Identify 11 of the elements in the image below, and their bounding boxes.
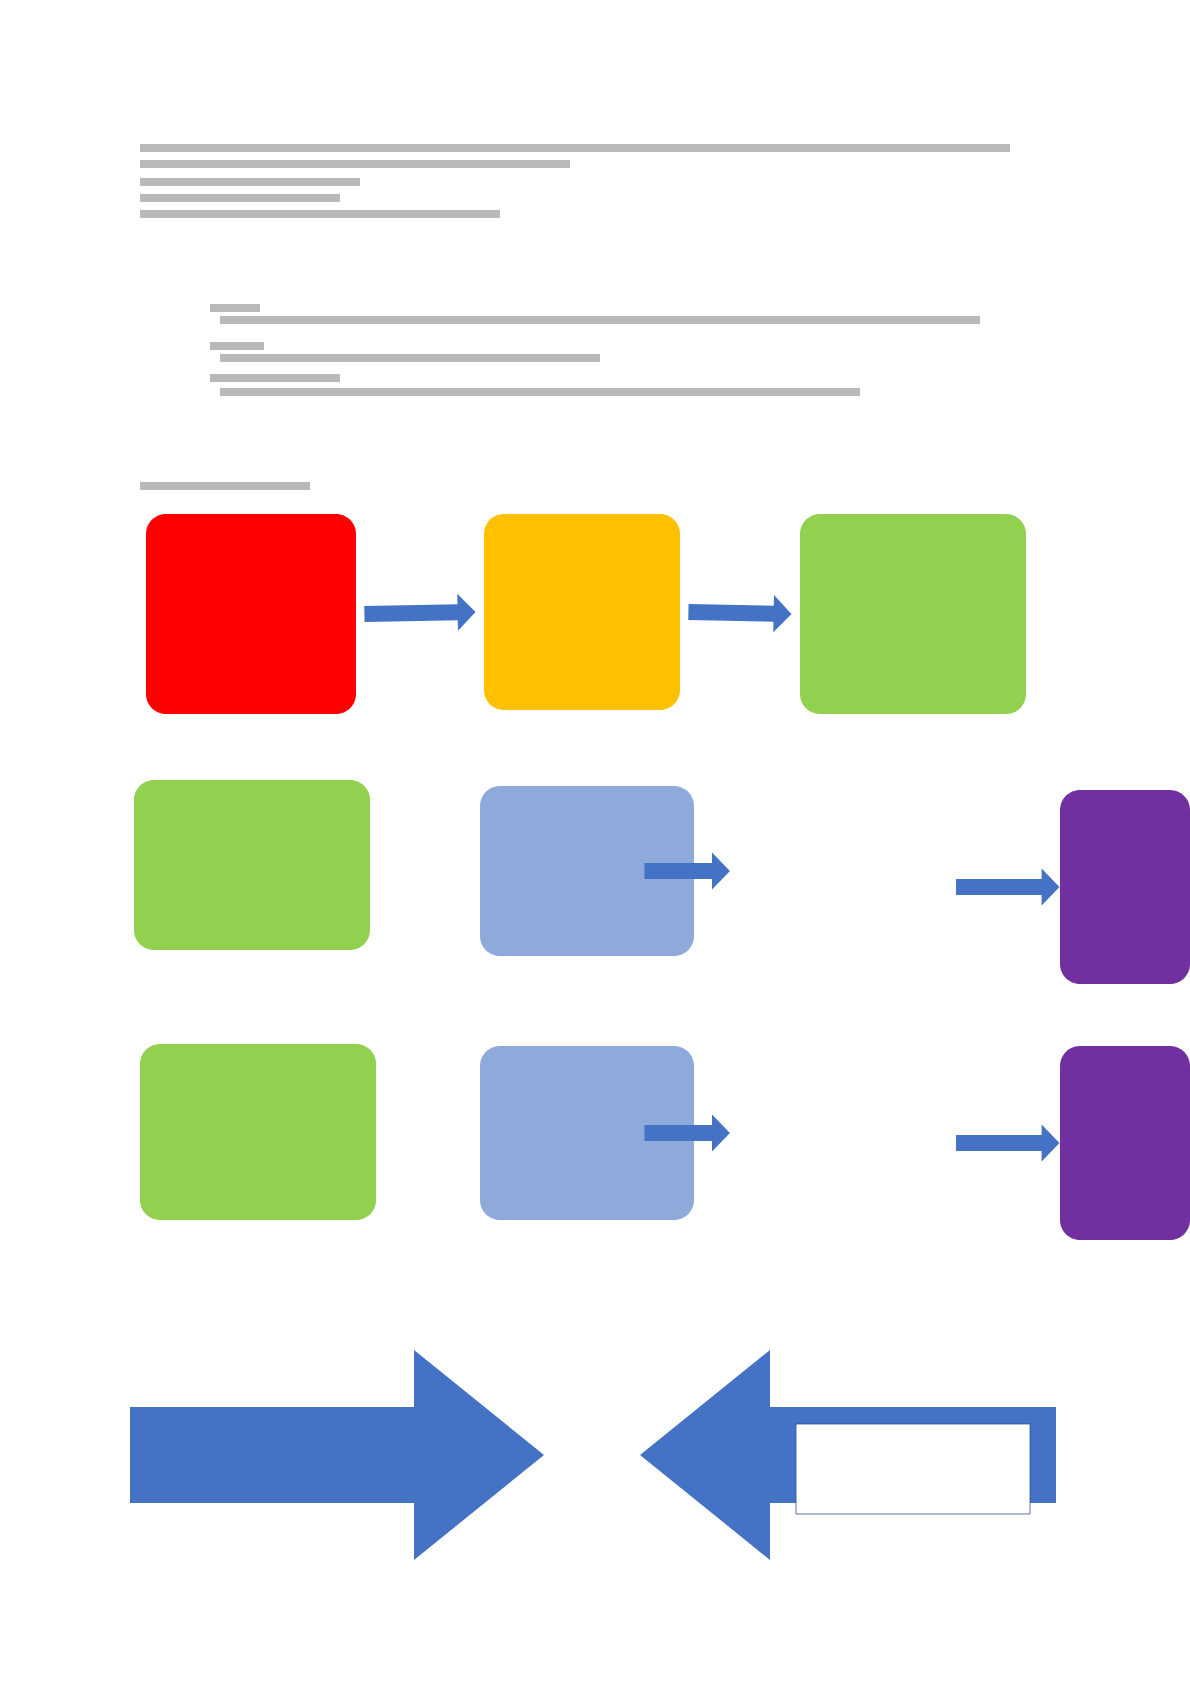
rounded-box	[484, 514, 680, 710]
rounded-box	[134, 780, 370, 950]
rounded-box	[146, 514, 356, 714]
rounded-box	[140, 1044, 376, 1220]
rounded-box	[480, 1046, 694, 1220]
rounded-box	[800, 514, 1026, 714]
text-box	[795, 1423, 1031, 1515]
rounded-box	[480, 786, 694, 956]
block-arrow	[130, 1350, 544, 1560]
rounded-box	[1060, 1046, 1190, 1240]
rounded-box	[1060, 790, 1190, 984]
